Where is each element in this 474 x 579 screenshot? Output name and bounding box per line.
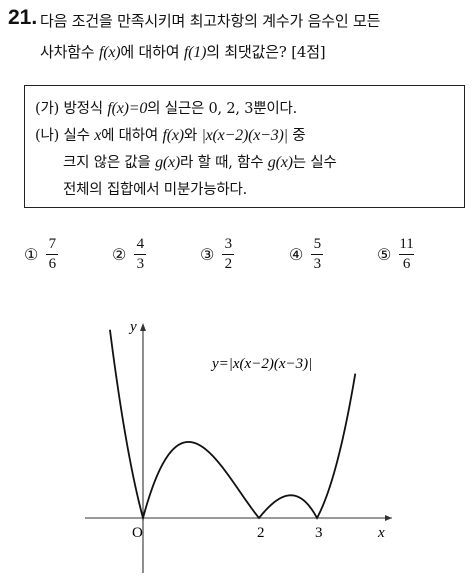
condition-na: (나) 실수 x에 대하여 f(x)와 |x(x−2)(x−3)| 중 (35, 124, 306, 145)
choice-number: ⑤ (377, 245, 392, 264)
condition-na-line-4: 전체의 집합에서 미분가능하다. (63, 182, 248, 198)
math-f-x: f(x) (162, 127, 184, 144)
origin-label: O (132, 525, 143, 541)
math-f-x: f(x) (98, 44, 121, 61)
numerator: 11 (399, 236, 414, 252)
question-text: 의 최댓값은? [4점] (206, 43, 326, 61)
choice-number: ④ (289, 245, 304, 264)
math-x: x (94, 127, 102, 144)
condition-text: 라 할 때, 함수 (180, 155, 268, 171)
condition-label: (가) (35, 101, 60, 117)
denominator: 3 (136, 256, 145, 272)
question-line-2: 사차함수 f(x)에 대하여 f(1)의 최댓값은? [4점] (40, 41, 326, 62)
abs-cubic-curve (109, 329, 357, 522)
denominator: 3 (313, 256, 322, 272)
x-tick-2: 2 (257, 525, 265, 541)
denominator: 2 (224, 256, 233, 272)
numerator: 5 (313, 236, 322, 252)
question-text: 사차함수 (40, 43, 99, 61)
choice-number: ③ (200, 245, 215, 264)
x-axis-label: x (377, 525, 385, 541)
condition-ga: (가) 방정식 f(x)=0의 실근은 0, 2, 3뿐이다. (35, 97, 297, 118)
fraction-bar (311, 254, 324, 255)
conditions-box: (가) 방정식 f(x)=0의 실근은 0, 2, 3뿐이다. (나) 실수 x… (24, 85, 465, 208)
function-graph: y x O 2 3 y=|x(x−2)(x−3)| (85, 319, 392, 573)
numerator: 7 (48, 236, 57, 252)
denominator: 6 (48, 256, 57, 272)
condition-text: 크지 않은 값을 (63, 155, 156, 171)
condition-text: 실수 (63, 128, 95, 144)
x-tick-3: 3 (315, 525, 323, 541)
question-text: 에 대하여 (120, 43, 184, 61)
math-g-x: g(x) (267, 154, 293, 171)
condition-text: 에 대하여 (101, 128, 163, 144)
condition-text: 와 (183, 128, 202, 144)
condition-text: 중 (287, 128, 306, 144)
condition-text: 는 실수 (292, 155, 337, 171)
condition-label: (나) (35, 128, 60, 144)
math-g-x: g(x) (155, 154, 181, 171)
math-abs-expression: |x(x−2)(x−3)| (201, 127, 288, 144)
fraction-bar (46, 254, 59, 255)
curve-label: y=|x(x−2)(x−3)| (210, 356, 312, 372)
fraction-bar (134, 254, 147, 255)
fraction-bar (222, 254, 235, 255)
numerator: 3 (224, 236, 233, 252)
choice-number: ② (112, 245, 127, 264)
condition-na-line-3: 크지 않은 값을 g(x)라 할 때, 함수 g(x)는 실수 (63, 151, 337, 172)
denominator: 6 (402, 256, 411, 272)
choice-number: ① (24, 245, 39, 264)
question-number: 21. (8, 6, 38, 29)
y-axis-arrow (140, 323, 146, 331)
y-axis-label: y (128, 319, 137, 335)
fraction-bar (399, 254, 414, 255)
x-axis-arrow (385, 515, 392, 521)
math-f-1: f(1) (183, 44, 207, 61)
math-equation: f(x)=0 (107, 100, 148, 117)
numerator: 4 (136, 236, 145, 252)
question-line-1: 다음 조건을 만족시키며 최고차항의 계수가 음수인 모든 (40, 12, 381, 30)
condition-text: 의 실근은 0, 2, 3뿐이다. (147, 101, 298, 117)
condition-text: 방정식 (63, 101, 108, 117)
